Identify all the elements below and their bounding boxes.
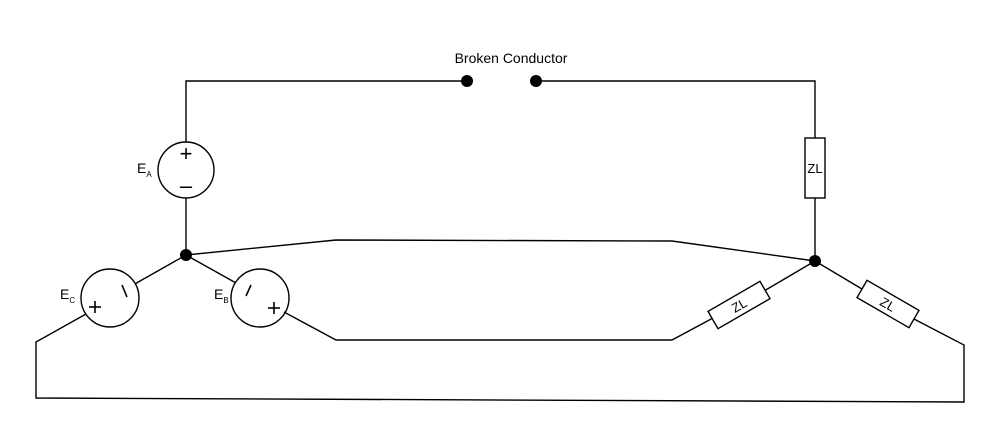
phase-b-wire (283, 311, 714, 341)
source-a: + – (157, 141, 215, 199)
source-c-lead (132, 254, 187, 286)
load-b-lead (763, 260, 816, 292)
load-b-impedance: ZL (707, 280, 771, 330)
source-a-minus-sign: – (180, 173, 193, 198)
phase-a-wire-right (536, 80, 816, 138)
source-b-lead (185, 254, 237, 284)
phase-c-return-wire (35, 313, 965, 403)
load-c-lead (814, 260, 863, 290)
break-terminal-left (461, 75, 473, 87)
source-c-label: EC (60, 286, 75, 305)
phase-a-wire-left (185, 80, 467, 143)
break-terminal-right (530, 75, 542, 87)
load-c-impedance: ZL (856, 279, 920, 329)
source-c (80, 268, 140, 328)
load-a-label: ZL (807, 161, 822, 176)
neutral-wire (185, 239, 816, 262)
source-b-label: EB (214, 286, 229, 305)
diagram-title: Broken Conductor (455, 50, 568, 66)
source-b-minus-sign (245, 284, 252, 297)
load-a-impedance (804, 137, 826, 199)
load-b-label: ZL (729, 295, 750, 316)
source-a-plus-sign: + (180, 141, 193, 166)
source-b (230, 268, 290, 328)
source-a-label: EA (137, 160, 152, 179)
load-c-label: ZL (877, 294, 898, 315)
source-c-minus-sign (121, 284, 128, 298)
